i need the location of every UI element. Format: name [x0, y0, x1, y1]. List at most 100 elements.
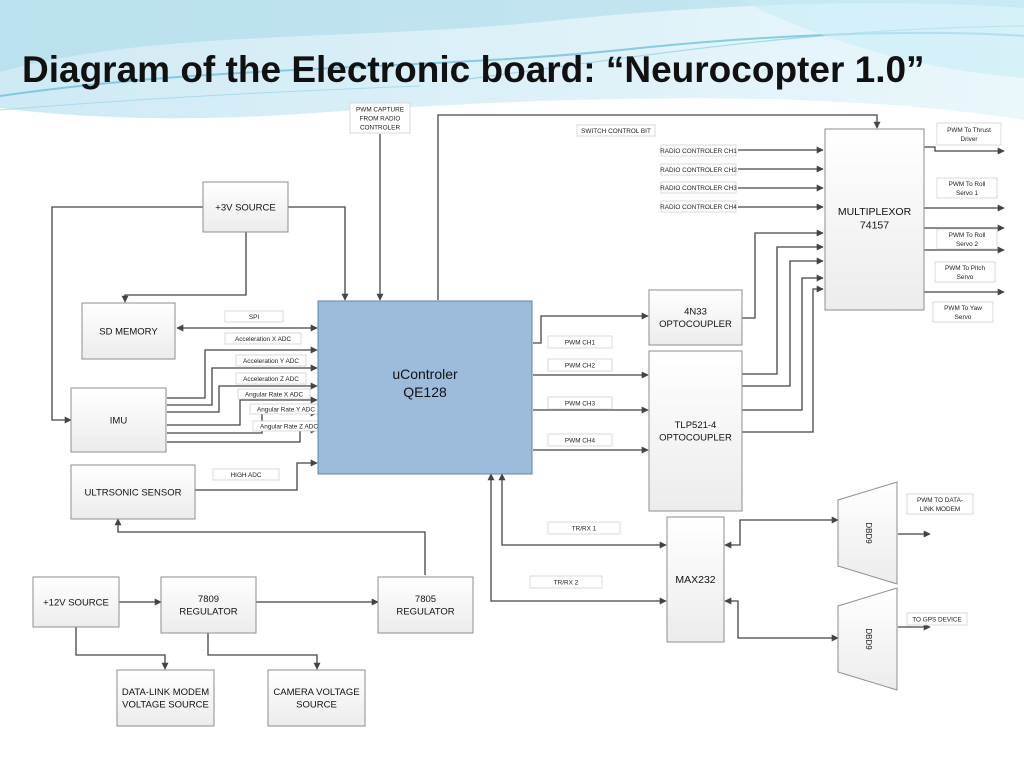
label-acc-x-text: Acceleration X ADC: [235, 336, 292, 343]
block-opto-tlp-text: OPTOCOUPLER: [659, 433, 732, 444]
block-opto-4n33-text: 4N33: [684, 307, 707, 318]
label-acc-z-box: [235, 372, 307, 385]
block-datalink-vs-text: VOLTAGE SOURCE: [122, 700, 209, 711]
label-out-pitch-box: [934, 261, 996, 283]
label-out-roll1-box: [936, 177, 998, 199]
connector-dbd9-top-text: DBD9: [864, 522, 873, 544]
wire-11: [167, 426, 318, 443]
label-out-datalink-box: [906, 493, 974, 515]
block-mux-text: 74157: [860, 220, 889, 232]
label-rc-ch2: RADIO CONTROLER CH2: [660, 163, 737, 176]
label-out-gps: TO GPS DEVICE: [906, 612, 968, 626]
label-high-adc-text: HIGH ADC: [231, 472, 262, 479]
label-pwm-capture-box: [349, 102, 411, 134]
label-pwm-capture-text: FROM RADIO: [360, 115, 401, 122]
label-out-yaw-text: Servo: [955, 314, 972, 321]
wire-34: [742, 257, 824, 387]
connector-dbd9-top: DBD9: [837, 481, 898, 585]
block-sd-memory-box: [81, 302, 176, 360]
label-out-yaw-box: [932, 301, 994, 323]
block-opto-4n33-text: OPTOCOUPLER: [659, 319, 732, 330]
label-pwm-ch4-text: PWM CH4: [565, 437, 596, 444]
wire-37: [924, 146, 1005, 155]
label-rc-ch3: RADIO CONTROLER CH3: [660, 181, 737, 194]
block-ultrasonic: ULTRSONIC SENSOR: [70, 464, 196, 520]
label-trrx2: TR/RX 2: [529, 575, 603, 589]
component-blocks: +3V SOURCE SD MEMORY IMU ULTRSONIC SENSOR +1…: [32, 128, 925, 727]
label-rc-ch1-box: [660, 144, 737, 157]
label-switch-bit: SWITCH CONTROL BIT: [576, 124, 656, 137]
block-reg-7805-text: 7805: [415, 594, 436, 605]
block-v12-source: +12V SOURCE: [32, 576, 120, 628]
wire-35: [742, 274, 824, 411]
slide-title: Diagram of the Electronic board: “Neuroc…: [22, 49, 925, 90]
label-trrx1-box: [547, 521, 621, 535]
label-spi: SPI: [224, 310, 284, 323]
label-out-datalink: PWM TO DATA-LINK MODEM: [906, 493, 974, 515]
label-out-pitch-text: PWM To Pitch: [945, 265, 985, 272]
block-v3-source: +3V SOURCE: [202, 181, 289, 233]
block-opto-4n33-box: [648, 289, 743, 346]
block-opto-tlp-box: [648, 350, 743, 512]
wire-8: [167, 382, 318, 413]
wire-16: [75, 627, 169, 670]
wire-0: [51, 206, 203, 424]
label-out-roll2-text: Servo 2: [956, 241, 978, 248]
block-max232-text: MAX232: [675, 574, 715, 586]
wire-7: [167, 364, 318, 406]
label-out-gps-box: [906, 612, 968, 626]
wire-2: [121, 232, 247, 303]
block-imu: IMU: [70, 387, 167, 453]
connector-dbd9-bottom-shape: [837, 587, 898, 691]
wire-24: [724, 516, 839, 549]
block-imu-box: [70, 387, 167, 453]
label-high-adc-box: [212, 468, 280, 481]
block-camera-vs-text: CAMERA VOLTAGE: [273, 687, 359, 698]
label-acc-y-box: [235, 354, 307, 367]
label-out-roll2-box: [936, 228, 998, 250]
label-acc-y: Acceleration Y ADC: [235, 354, 307, 367]
block-imu-text: IMU: [110, 415, 128, 426]
block-v3-source-text: +3V SOURCE: [215, 202, 275, 213]
block-ultrasonic-box: [70, 464, 196, 520]
label-pwm-ch4: PWM CH4: [547, 433, 613, 447]
wire-13: [114, 518, 426, 575]
label-rc-ch4-text: RADIO CONTROLER CH4: [660, 204, 737, 211]
label-acc-z: Acceleration Z ADC: [235, 372, 307, 385]
block-sd-memory-text: SD MEMORY: [99, 326, 158, 337]
block-max232-box: [666, 516, 725, 643]
wire-18: [533, 312, 649, 344]
connector-dbd9-bottom-text: DBD9: [864, 628, 873, 650]
block-mux-box: [824, 128, 925, 311]
label-ang-x-text: Angular Rate X ADC: [245, 391, 304, 398]
label-pwm-ch2: PWM CH2: [547, 358, 613, 372]
wire-4: [437, 114, 881, 300]
block-mux: MULTIPLEXOR 74157: [824, 128, 925, 311]
label-switch-bit-text: SWITCH CONTROL BIT: [581, 128, 651, 135]
wire-32: [742, 229, 824, 319]
label-ang-x-box: [237, 388, 311, 400]
wire-1: [288, 206, 349, 301]
label-pwm-ch2-text: PWM CH2: [565, 362, 596, 369]
block-max232: MAX232: [666, 516, 725, 643]
wire-9: [167, 396, 318, 426]
wire-12: [195, 459, 318, 491]
label-spi-box: [224, 310, 284, 323]
label-rc-ch3-text: RADIO CONTROLER CH3: [660, 185, 737, 192]
label-trrx2-box: [529, 575, 603, 589]
connector-dbd9-bottom: DBD9: [837, 587, 898, 691]
block-mux-text: MULTIPLEXOR: [838, 206, 912, 218]
